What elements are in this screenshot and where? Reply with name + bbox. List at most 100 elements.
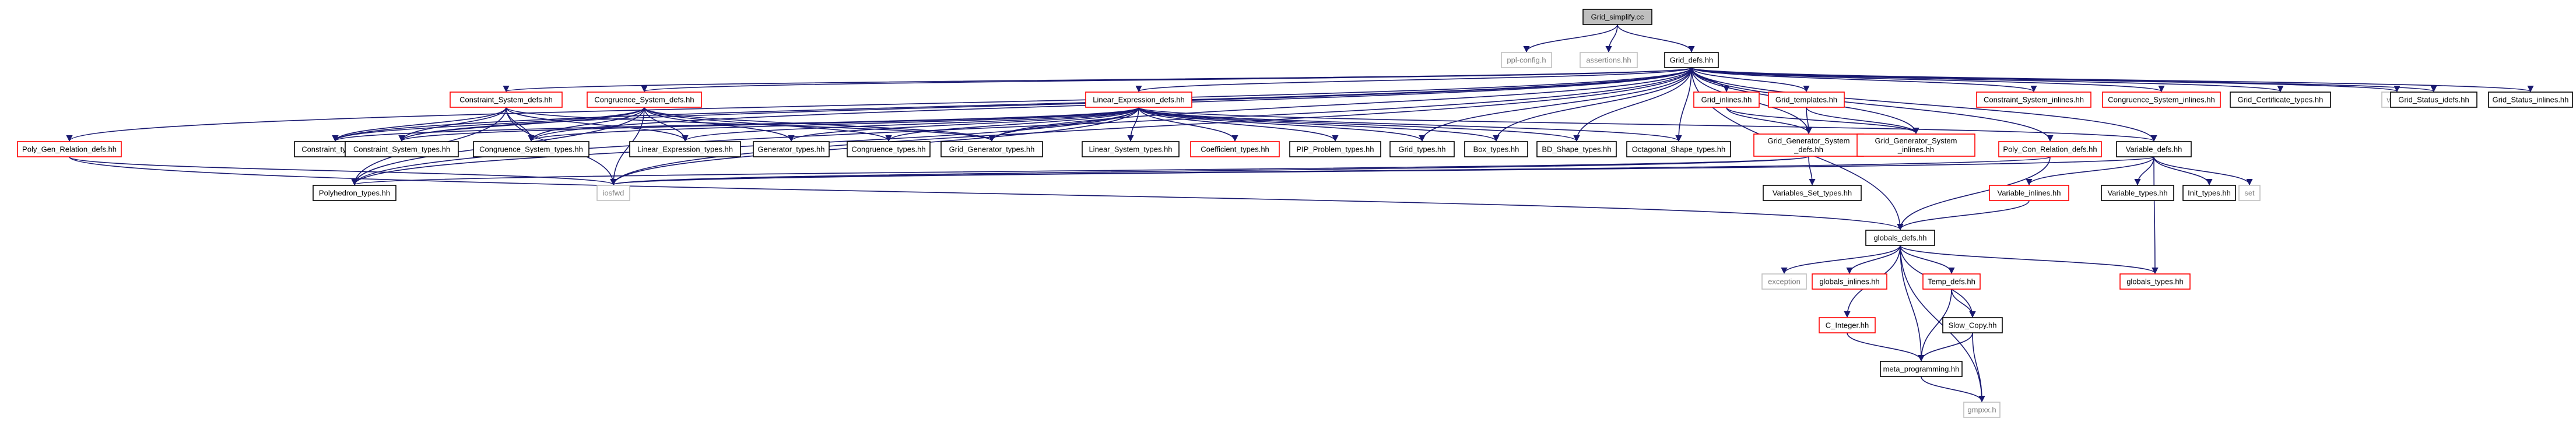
node-congtypes[interactable]: Congruence_types.hh [847,141,931,157]
node-slowcopy[interactable]: Slow_Copy.hh [1942,317,2003,333]
node-gmpxx[interactable]: gmpxx.h [1963,402,2001,418]
node-globalsinlines[interactable]: globals_inlines.hh [1812,273,1887,290]
node-varinlines[interactable]: Variable_inlines.hh [1989,185,2069,201]
node-box [1626,141,1731,157]
node-gentypes[interactable]: Generator_types.hh [753,141,830,157]
edge-gridinlines-to-ggsdefs [1726,107,1812,135]
node-set[interactable]: set [2238,185,2261,201]
node-gridstatusidefs[interactable]: Grid_Status_idefs.hh [2390,92,2477,108]
edge-griddefs-to-gridcert [1691,67,2284,93]
node-label: Grid_simplify.cc [1591,13,1644,22]
node-varsettypes[interactable]: Variables_Set_types.hh [1763,185,1862,201]
edge-griddefs-to-cstypes [398,67,1692,142]
node-label: ppl-config.h [1507,56,1546,65]
node-root[interactable]: Grid_simplify.cc [1582,9,1652,25]
edge-linexpr-to-congtypes [885,107,1139,142]
node-label: Constraint_System_types.hh [353,145,450,154]
node-box [1976,92,2091,108]
edge-polyconrel-to-globalsdefs [1897,156,2051,231]
node-lextypes[interactable]: Linear_Expression_types.hh [629,141,741,157]
node-gridtemplates[interactable]: Grid_templates.hh [1768,92,1845,108]
node-box [753,141,830,157]
node-label: Grid_Status_idefs.hh [2398,96,2469,104]
node-box [1880,361,1963,377]
edge-linexpr-to-polytypes [351,107,1139,186]
node-label: globals_defs.hh [1873,234,1926,242]
node-coefftypes[interactable]: Coefficient_types.hh [1190,141,1280,157]
node-label: _defs.hh [1794,145,1823,154]
node-label: Variable_inlines.hh [1998,189,2061,198]
node-cstypes[interactable]: Constraint_System_types.hh [345,141,459,157]
node-gridcert[interactable]: Grid_Certificate_types.hh [2230,92,2331,108]
edge-griddefs-to-cgsdefs [641,67,1692,93]
node-label: Generator_types.hh [758,145,825,154]
node-gridtypes[interactable]: Grid_types.hh [1389,141,1455,157]
edge-griddefs-to-iosfwd [610,67,1692,186]
node-exception[interactable]: exception [1761,273,1807,290]
node-boxtypes[interactable]: Box_types.hh [1464,141,1528,157]
edge-globalsdefs-to-metaprog [1900,245,1925,362]
node-linexpr[interactable]: Linear_Expression_defs.hh [1085,92,1192,108]
node-vartypes[interactable]: Variable_types.hh [2101,185,2174,201]
node-label: Box_types.hh [1473,145,1519,154]
node-csinlines[interactable]: Constraint_System_inlines.hh [1976,92,2091,108]
edge-griddefs-to-linexpr [1135,67,1692,93]
edge-globalsdefs-to-gmpxx [1900,245,1985,403]
node-polytypes[interactable]: Polyhedron_types.hh [313,185,396,201]
node-ggsinlines[interactable]: Grid_Generator_System_inlines.hh [1856,133,1975,157]
edge-gridtemplates-to-ggsdefs [1805,107,1812,135]
node-label: Constraint_System_inlines.hh [1984,96,2084,104]
edge-ggsdefs-to-polytypes [352,156,1809,186]
edge-ggsdefs-to-iosfwd [610,156,1809,186]
edge-slowcopy-to-gmpxx [1972,332,1985,403]
node-label: Grid_Generator_System [1875,136,1957,145]
node-griddefs[interactable]: Grid_defs.hh [1664,52,1719,68]
node-gridinlines[interactable]: Grid_inlines.hh [1693,92,1760,108]
node-linsystypes[interactable]: Linear_System_types.hh [1082,141,1180,157]
node-box [629,141,741,157]
node-inittypes[interactable]: Init_types.hh [2182,185,2236,201]
node-globalsdefs[interactable]: globals_defs.hh [1865,230,1935,246]
edge-vardefs-to-inittypes [2153,156,2213,186]
node-box [345,141,459,157]
node-box [1763,185,1862,201]
node-label: Grid_Generator_types.hh [949,145,1035,154]
node-label: Grid_types.hh [1399,145,1446,154]
edge-griddefs-to-gridtemplates [1691,67,1810,93]
node-globalstypes[interactable]: globals_types.hh [2119,273,2191,290]
node-polygenrel[interactable]: Poly_Gen_Relation_defs.hh [17,141,122,157]
node-gridgentypes[interactable]: Grid_Generator_types.hh [940,141,1043,157]
node-gridstatusinl[interactable]: Grid_Status_inlines.hh [2488,92,2573,108]
node-cgsinlines[interactable]: Congruence_System_inlines.hh [2102,92,2221,108]
node-cinteger[interactable]: C_Integer.hh [1819,317,1876,333]
edge-ggsdefs-to-varsettypes [1808,156,1816,186]
node-ggsdefs[interactable]: Grid_Generator_System_defs.hh [1753,133,1864,157]
node-box [1942,317,2003,333]
node-box [2230,92,2331,108]
node-label: Grid_Certificate_types.hh [2238,96,2324,104]
edge-griddefs-to-bdshapetypes [1573,67,1692,142]
node-assertions[interactable]: assertions.hh [1580,52,1638,68]
edge-layer [66,24,2533,403]
node-metaprog[interactable]: meta_programming.hh [1880,361,1963,377]
edge-gridinlines-to-ggsinlines [1726,107,1919,135]
node-bdshapetypes[interactable]: BD_Shape_types.hh [1536,141,1617,157]
node-piptypes[interactable]: PIP_Problem_types.hh [1289,141,1381,157]
node-octtypes[interactable]: Octagonal_Shape_types.hh [1626,141,1731,157]
node-pplconfig[interactable]: ppl-config.h [1501,52,1552,68]
edge-polygenrel-to-globalsdefs [69,156,1904,231]
node-csdefs[interactable]: Constraint_System_defs.hh [450,92,563,108]
node-box [1664,52,1719,68]
edge-cinteger-to-metaprog [1847,332,1925,362]
node-tempdefs[interactable]: Temp_defs.hh [1922,273,1981,290]
node-box [2116,141,2192,157]
node-cgsdefs[interactable]: Congruence_System_defs.hh [587,92,702,108]
edge-tempdefs-to-slowcopy [1951,289,1976,318]
edge-cgsdefs-to-iosfwd [610,107,645,186]
node-polyconrel[interactable]: Poly_Con_Relation_defs.hh [1998,141,2102,157]
node-iosfwd[interactable]: iosfwd [596,185,630,201]
node-box [1289,141,1381,157]
node-box [1536,141,1617,157]
node-vardefs[interactable]: Variable_defs.hh [2116,141,2192,157]
node-cgstypes[interactable]: Congruence_System_types.hh [473,141,589,157]
